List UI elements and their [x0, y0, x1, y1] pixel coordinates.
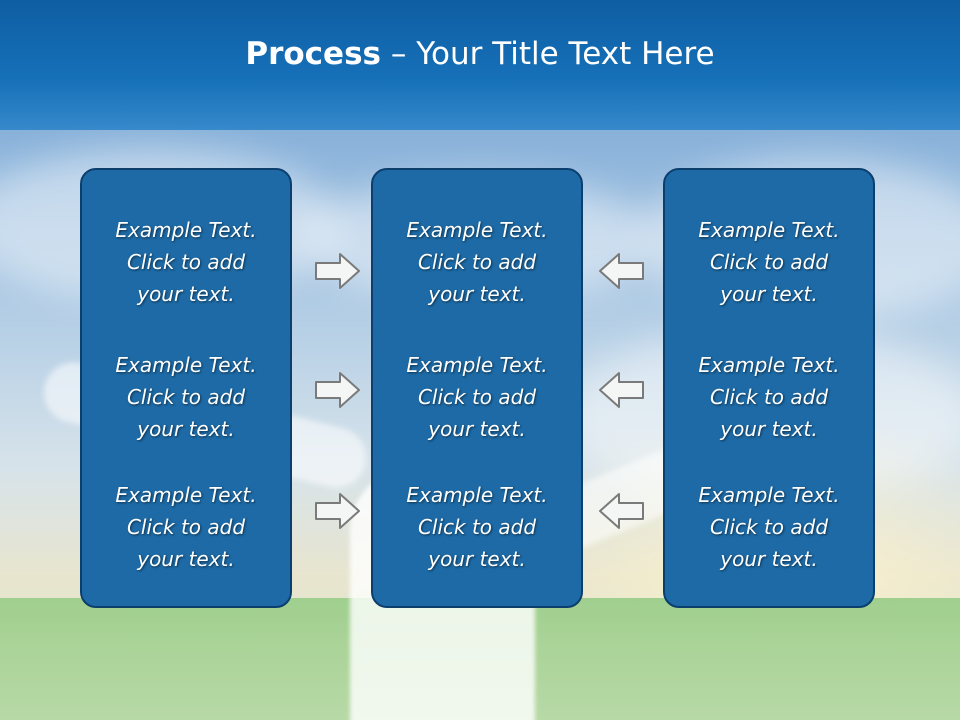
process-box-right[interactable]: Example Text. Click to add your text. Ex…	[663, 168, 875, 608]
text-line: Click to add	[126, 515, 246, 539]
text-line: Click to add	[709, 515, 829, 539]
text-line: your text.	[720, 282, 818, 306]
arrow-right-icon	[315, 372, 360, 408]
text-line: Example Text.	[115, 483, 257, 507]
text-line: Example Text.	[406, 218, 548, 242]
text-line: Example Text.	[698, 483, 840, 507]
box-text[interactable]: Example Text. Click to add your text.	[82, 479, 290, 575]
box-text[interactable]: Example Text. Click to add your text.	[373, 349, 581, 445]
text-line: Click to add	[417, 385, 537, 409]
box-text[interactable]: Example Text. Click to add your text.	[665, 214, 873, 310]
text-line: Example Text.	[115, 218, 257, 242]
arrow-right-icon	[315, 493, 360, 529]
arrow-right-icon	[315, 253, 360, 289]
text-line: Example Text.	[115, 353, 257, 377]
box-text[interactable]: Example Text. Click to add your text.	[373, 214, 581, 310]
text-line: your text.	[137, 547, 235, 571]
box-text[interactable]: Example Text. Click to add your text.	[665, 479, 873, 575]
arrow-left-icon	[599, 253, 644, 289]
text-line: Example Text.	[698, 218, 840, 242]
box-text[interactable]: Example Text. Click to add your text.	[373, 479, 581, 575]
title-bar: Process – Your Title Text Here	[0, 0, 960, 130]
text-line: Example Text.	[698, 353, 840, 377]
box-text[interactable]: Example Text. Click to add your text.	[82, 214, 290, 310]
text-line: your text.	[428, 417, 526, 441]
text-line: Example Text.	[406, 353, 548, 377]
process-box-center[interactable]: Example Text. Click to add your text. Ex…	[371, 168, 583, 608]
text-line: your text.	[428, 282, 526, 306]
text-line: Click to add	[709, 250, 829, 274]
title-bold: Process	[245, 36, 381, 72]
box-text[interactable]: Example Text. Click to add your text.	[665, 349, 873, 445]
process-box-left[interactable]: Example Text. Click to add your text. Ex…	[80, 168, 292, 608]
text-line: Click to add	[126, 250, 246, 274]
arrow-left-icon	[599, 372, 644, 408]
text-line: Click to add	[126, 385, 246, 409]
title-rest: – Your Title Text Here	[381, 36, 715, 72]
arrow-left-icon	[599, 493, 644, 529]
text-line: Click to add	[417, 250, 537, 274]
box-text[interactable]: Example Text. Click to add your text.	[82, 349, 290, 445]
text-line: your text.	[137, 417, 235, 441]
text-line: your text.	[428, 547, 526, 571]
text-line: Example Text.	[406, 483, 548, 507]
text-line: Click to add	[709, 385, 829, 409]
text-line: your text.	[720, 547, 818, 571]
slide-title[interactable]: Process – Your Title Text Here	[245, 36, 714, 72]
text-line: Click to add	[417, 515, 537, 539]
text-line: your text.	[137, 282, 235, 306]
text-line: your text.	[720, 417, 818, 441]
